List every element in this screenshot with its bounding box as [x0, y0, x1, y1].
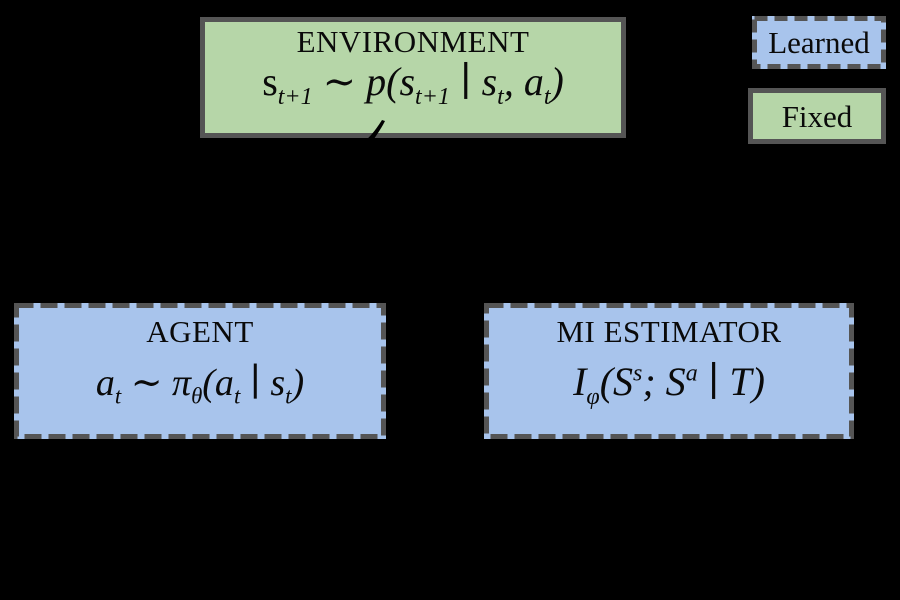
legend-learned-label: Learned [768, 25, 870, 60]
environment-title: ENVIRONMENT [296, 24, 530, 59]
legend-fixed-label: Fixed [781, 98, 853, 134]
legend-fixed-box: Fixed [748, 88, 886, 144]
agent-box: AGENT at ∼ πθ(at ∣ st) [14, 303, 386, 439]
environment-formula: st+1 ∼ p(st+1 ∣ st, at) [262, 59, 564, 110]
environment-box: ENVIRONMENT st+1 ∼ p(st+1 ∣ st, at) [200, 17, 626, 138]
mi-estimator-title: MI ESTIMATOR [556, 314, 782, 349]
mi-estimator-formula: Iφ(Ss; Sa ∣ T) [573, 359, 765, 410]
agent-title: AGENT [146, 314, 254, 349]
agent-formula: at ∼ πθ(at ∣ st) [95, 362, 305, 409]
legend-learned-box: Learned [752, 16, 886, 69]
mi-estimator-box: MI ESTIMATOR Iφ(Ss; Sa ∣ T) [484, 303, 854, 439]
